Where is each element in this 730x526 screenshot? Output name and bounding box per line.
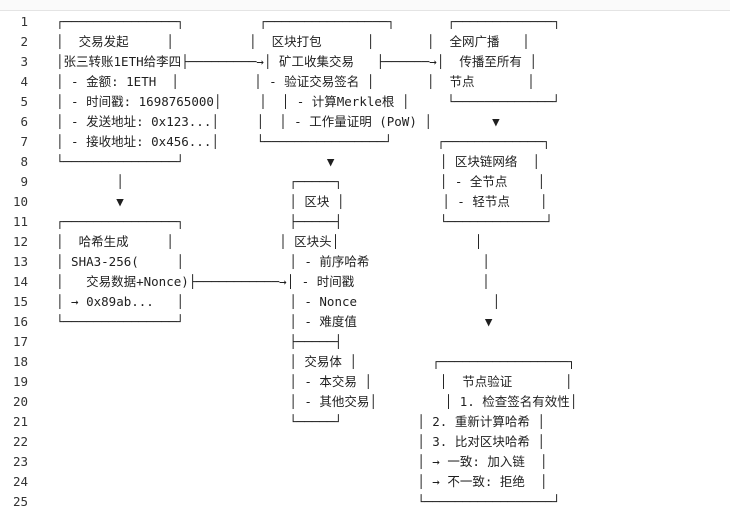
line-number: 7: [20, 134, 28, 149]
code-line: │ → 一致: 加入链 │: [56, 454, 548, 469]
code-line: │ - 接收地址: 0x456...│ └────────────────┘ ┌…: [56, 134, 551, 149]
line-number: 16: [12, 314, 28, 329]
code-line: │ - 金额: 1ETH │ │ - 验证交易签名 │ │ 节点 │: [56, 74, 535, 89]
code-line: │ - 时间戳: 1698765000│ │ │ - 计算Merkle根 │ └…: [56, 94, 560, 109]
code-line: │ - 其他交易│ │ 1. 检查签名有效性│: [56, 394, 578, 409]
line-number: 13: [12, 254, 28, 269]
code-line: │ - 发送地址: 0x123...│ │ │ - 工作量证明 (PoW) │ …: [56, 114, 500, 129]
code-line: │ SHA3-256( │ │ - 前序哈希 │: [56, 254, 490, 269]
line-number: 1: [20, 14, 28, 29]
code-line: └─────┘ │ 2. 重新计算哈希 │: [56, 414, 545, 429]
line-number: 24: [12, 474, 28, 489]
line-number: 22: [12, 434, 28, 449]
line-number: 9: [20, 174, 28, 189]
line-number: 12: [12, 234, 28, 249]
code-line: │张三转账1ETH给李四├─────────→│ 矿工收集交易 ├──────→…: [56, 54, 537, 69]
line-number: 23: [12, 454, 28, 469]
line-number: 25: [12, 494, 28, 509]
code-line: ▼ │ 区块 │ │ - 轻节点 │: [56, 194, 548, 209]
code-line: ┌───────────────┐ ┌────────────────┐ ┌──…: [56, 14, 561, 29]
code-line: └───────────────┘ ▼ │ 区块链网络 │: [56, 154, 540, 169]
line-number: 8: [20, 154, 28, 169]
code-line: │ 哈希生成 │ │ 区块头│ │: [56, 234, 483, 249]
line-number: 6: [20, 114, 28, 129]
line-number: 4: [20, 74, 28, 89]
line-number: 19: [12, 374, 28, 389]
editor-top-bar: [0, 0, 730, 11]
code-line: └───────────────┘ │ - 难度值 ▼: [56, 314, 493, 329]
code-line: │ 交易数据+Nonce)├───────────→│ - 时间戳 │: [56, 274, 490, 289]
line-number: 2: [20, 34, 28, 49]
code-line: └─────────────────┘: [56, 494, 561, 509]
line-number: 11: [12, 214, 28, 229]
code-line: │ → 不一致: 拒绝 │: [56, 474, 548, 489]
line-number: 14: [12, 274, 28, 289]
line-number: 15: [12, 294, 28, 309]
line-number: 17: [12, 334, 28, 349]
line-number: 3: [20, 54, 28, 69]
line-number: 5: [20, 94, 28, 109]
code-line: │ ┌─────┐ │ - 全节点 │: [56, 174, 546, 189]
line-number: 21: [12, 414, 28, 429]
code-line: ├─────┤: [56, 334, 342, 349]
code-line: │ - 本交易 │ │ 节点验证 │: [56, 374, 573, 389]
code-line: │ 交易体 │ ┌─────────────────┐: [56, 354, 576, 369]
code-line: │ 3. 比对区块哈希 │: [56, 434, 545, 449]
line-number: 10: [12, 194, 28, 209]
line-number: 20: [12, 394, 28, 409]
code-line: ┌───────────────┐ ├─────┤ └─────────────…: [56, 214, 553, 229]
code-line: │ 交易发起 │ │ 区块打包 │ │ 全网广播 │: [56, 34, 530, 49]
line-number: 18: [12, 354, 28, 369]
code-line: │ → 0x89ab... │ │ - Nonce │: [56, 294, 501, 309]
